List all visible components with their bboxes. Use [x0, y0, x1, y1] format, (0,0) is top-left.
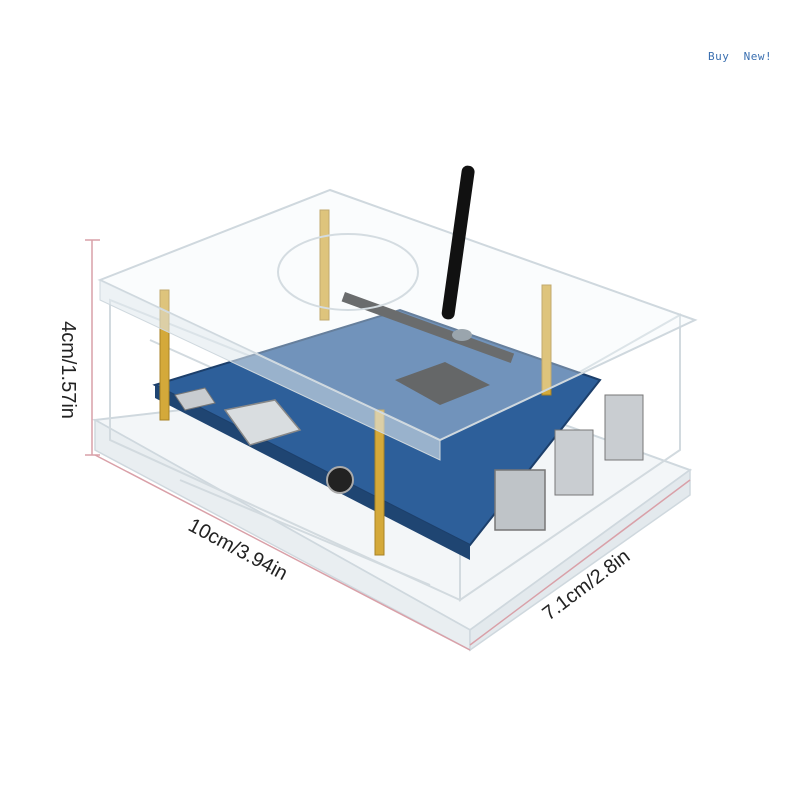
- usb-c-port: [174, 387, 216, 411]
- buy-new-label[interactable]: Buy New!: [708, 50, 773, 63]
- height-dimension-label: 4cm/1.57in: [57, 321, 79, 419]
- dimension-lines: [85, 239, 691, 651]
- usb-port-stack: [604, 394, 644, 461]
- standoffs: [159, 209, 552, 556]
- ethernet-port: [494, 469, 546, 531]
- fan-opening: [277, 233, 419, 311]
- audio-jack: [326, 466, 354, 494]
- gpio-header: [341, 292, 515, 363]
- antenna: [441, 165, 475, 341]
- usb-port-stack: [554, 429, 594, 496]
- top-lid: [97, 188, 698, 461]
- hdmi-port: [223, 399, 302, 446]
- soc-chip: [395, 362, 490, 405]
